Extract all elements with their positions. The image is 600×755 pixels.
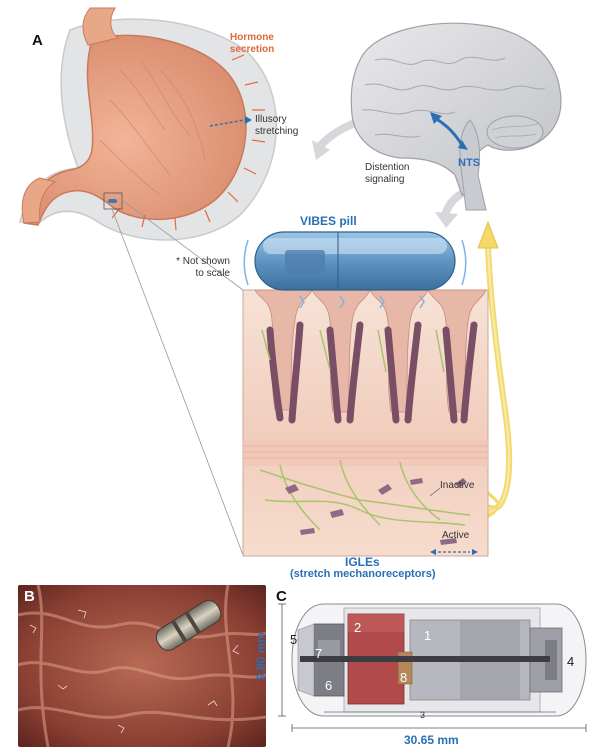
panel-a-letter: A: [32, 32, 43, 49]
label-1: 1: [424, 628, 432, 643]
endoscopic-photo: [18, 585, 266, 747]
igle-receptors: [285, 478, 467, 535]
zoom-line-2: [111, 208, 244, 556]
vibration-lines: [243, 239, 467, 309]
vibes-pill-label: VIBES pill: [300, 214, 357, 228]
esophagus: [82, 7, 120, 46]
distention-signaling-label: Distention signaling: [365, 162, 410, 185]
illusory-stretching-label: Illusory stretching: [255, 114, 299, 137]
igles-label: IGLEs: [345, 555, 380, 569]
length-dimension-label: 30.65 mm: [404, 733, 459, 747]
stomach-rugae: [99, 59, 206, 196]
hormone-secretion-label: Hormone secretion: [229, 32, 275, 55]
label-8: 8: [400, 670, 408, 685]
glands: [266, 321, 478, 424]
cerebellum: [486, 115, 544, 149]
label-2: 2: [354, 620, 362, 635]
brain: [350, 22, 562, 196]
enteric-nerves: [259, 329, 471, 531]
muscle-band: [243, 440, 488, 466]
panel-c-letter: C: [276, 588, 287, 605]
active-label: Active: [442, 530, 470, 541]
label-6: 6: [325, 678, 333, 693]
illusory-stretch-arrow: [209, 119, 246, 127]
label-3: 3: [420, 710, 426, 720]
label-7: 7: [315, 646, 323, 661]
nts-arrow: [434, 116, 464, 146]
panel-a-illustration: [19, 7, 562, 557]
nts-label: NTS: [458, 157, 480, 169]
pill-locator-box: [103, 192, 123, 210]
duodenum: [21, 177, 57, 224]
hormone-arrows: [111, 54, 266, 231]
drive-shaft: [300, 656, 550, 662]
zoom-line-1: [121, 199, 244, 291]
height-dimension-label: 9.80 mm: [254, 631, 268, 680]
muscle-lines: [243, 445, 488, 459]
igles-subtitle: (stretch mechanoreceptors): [290, 568, 436, 580]
panel-b-letter: B: [24, 588, 35, 605]
label-5: 5: [290, 632, 298, 647]
brain-gyri: [361, 56, 546, 138]
active-receptor: [440, 538, 457, 545]
not-to-scale-note: * Not shown to scale: [176, 256, 230, 279]
label-4: 4: [567, 654, 575, 669]
nerve-arrowhead: [477, 220, 499, 249]
stomach-body: [23, 34, 247, 226]
brainstem: [459, 119, 487, 211]
inactive-label: Inactive: [440, 480, 475, 491]
